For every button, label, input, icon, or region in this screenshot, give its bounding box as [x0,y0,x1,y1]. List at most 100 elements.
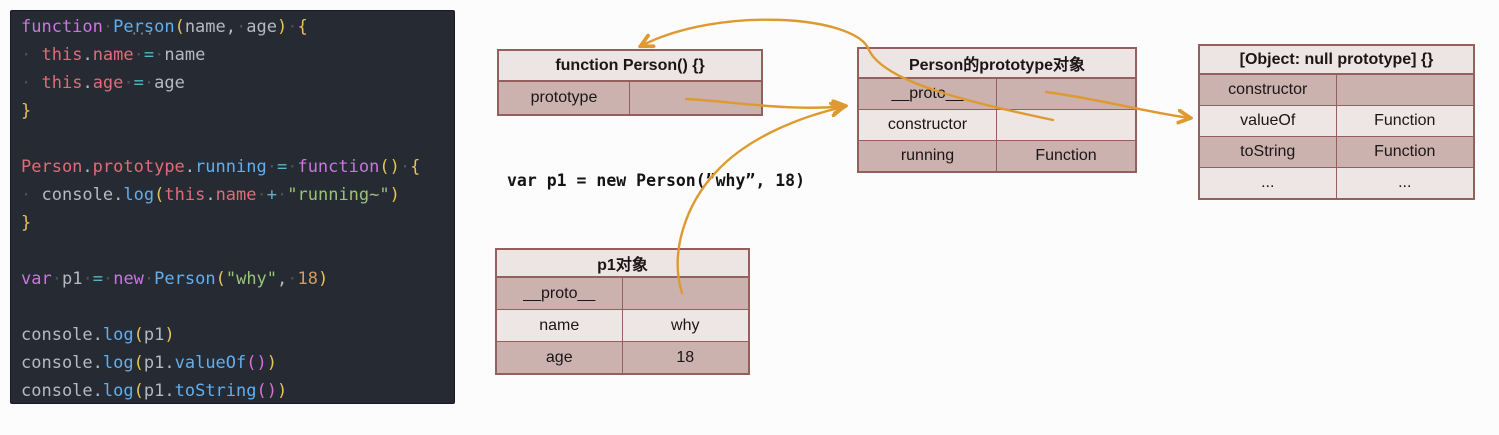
code-token: ( [133,325,144,345]
code-token: p1 [143,325,165,345]
code-token: . [92,325,103,345]
code-token: . [184,157,196,177]
cell-value [997,79,1135,109]
code-token: name [164,45,206,65]
code-line [21,125,454,153]
code-token: ( [133,381,144,401]
code-token: () [246,353,267,373]
code-token: name, [184,17,236,37]
code-token: ) [276,381,288,401]
code-line: console.log(p1.toString()) [21,377,454,403]
code-token: = [143,45,155,65]
code-token: () [256,381,277,401]
code-token: . [82,73,93,93]
code-token: . [113,185,124,205]
code-token: function [297,157,380,177]
code-token: function [21,17,103,37]
code-token: log [123,185,155,205]
code-line: Person.prototype.running·=·function()·{ [21,153,454,181]
code-token: . [82,45,93,65]
table-row: __proto__ [497,278,748,310]
code-token: + [266,185,278,205]
code-token: this [41,45,83,65]
code-token: ( [154,185,165,205]
code-token: · [51,269,62,289]
cell-label: running [859,141,997,171]
code-token: · [102,17,114,37]
code-token: . [164,353,175,373]
cell-label: toString [1200,137,1337,167]
code-token: name [215,185,257,205]
code-line: } [21,97,454,125]
code-token: . [92,353,103,373]
table-row: constructor [1200,75,1473,106]
cell-value: 18 [622,342,748,373]
code-token: console [21,353,93,373]
cell-label: ... [1200,168,1337,198]
code-token: log [102,353,134,373]
code-token: this [41,73,83,93]
cell-value: why [622,310,748,341]
code-token: · [143,269,155,289]
code-token: log [102,381,134,401]
code-token: p1 [143,381,165,401]
code-token: valueOf [174,353,247,373]
code-token: · [266,157,277,177]
cell-value [1336,75,1473,105]
code-token: "why" [225,269,278,289]
table-title: [Object: null prototype] {} [1200,46,1473,75]
code-token: ) [164,325,175,345]
code-token: console [21,325,93,345]
code-line: · this.age·=·age [21,69,454,97]
code-token: 18 [297,269,319,289]
code-token: toString [174,381,257,401]
code-token: age [246,17,277,37]
code-token: . [164,381,175,401]
code-token: · [277,185,288,205]
code-token: · [123,73,134,93]
code-token: · [133,45,144,65]
code-line [21,293,454,321]
cell-value [630,82,761,114]
code-token: ) [276,17,288,37]
code-token: . [92,381,103,401]
cell-label: prototype [499,82,630,114]
table-function-person: function Person() {} prototype [497,49,763,116]
table-row: ...... [1200,168,1473,198]
code-token: , [277,269,288,289]
code-lines: function·Person(name,·age)·{· this.name·… [21,13,454,403]
code-token: · [287,17,298,37]
code-token: · [21,45,42,65]
cell-value [997,110,1135,140]
code-line: var·p1·=·new·Person("why",·18) [21,265,454,293]
code-token: = [133,73,144,93]
table-row: __proto__ [859,79,1135,110]
cell-label: name [497,310,623,341]
code-line: · console.log(this.name·+·"running~") [21,181,454,209]
code-token: · [399,157,411,177]
code-token: ( [133,353,144,373]
annotation-var-p1: var p1 = new Person(”why”, 18) [507,171,806,190]
code-line: } [21,209,454,237]
cell-label: constructor [859,110,997,140]
cell-label: __proto__ [497,278,623,309]
code-token: = [276,157,288,177]
code-token: ) [266,353,277,373]
code-token: · [256,185,267,205]
code-token: Person [154,269,216,289]
code-token: console [21,381,93,401]
table-title: function Person() {} [499,51,761,82]
cell-value: ... [1336,168,1473,198]
cell-label: __proto__ [859,79,997,109]
table-title: p1对象 [497,250,748,278]
code-token: } [21,213,32,233]
code-token: · [82,269,93,289]
code-token: this [164,185,206,205]
